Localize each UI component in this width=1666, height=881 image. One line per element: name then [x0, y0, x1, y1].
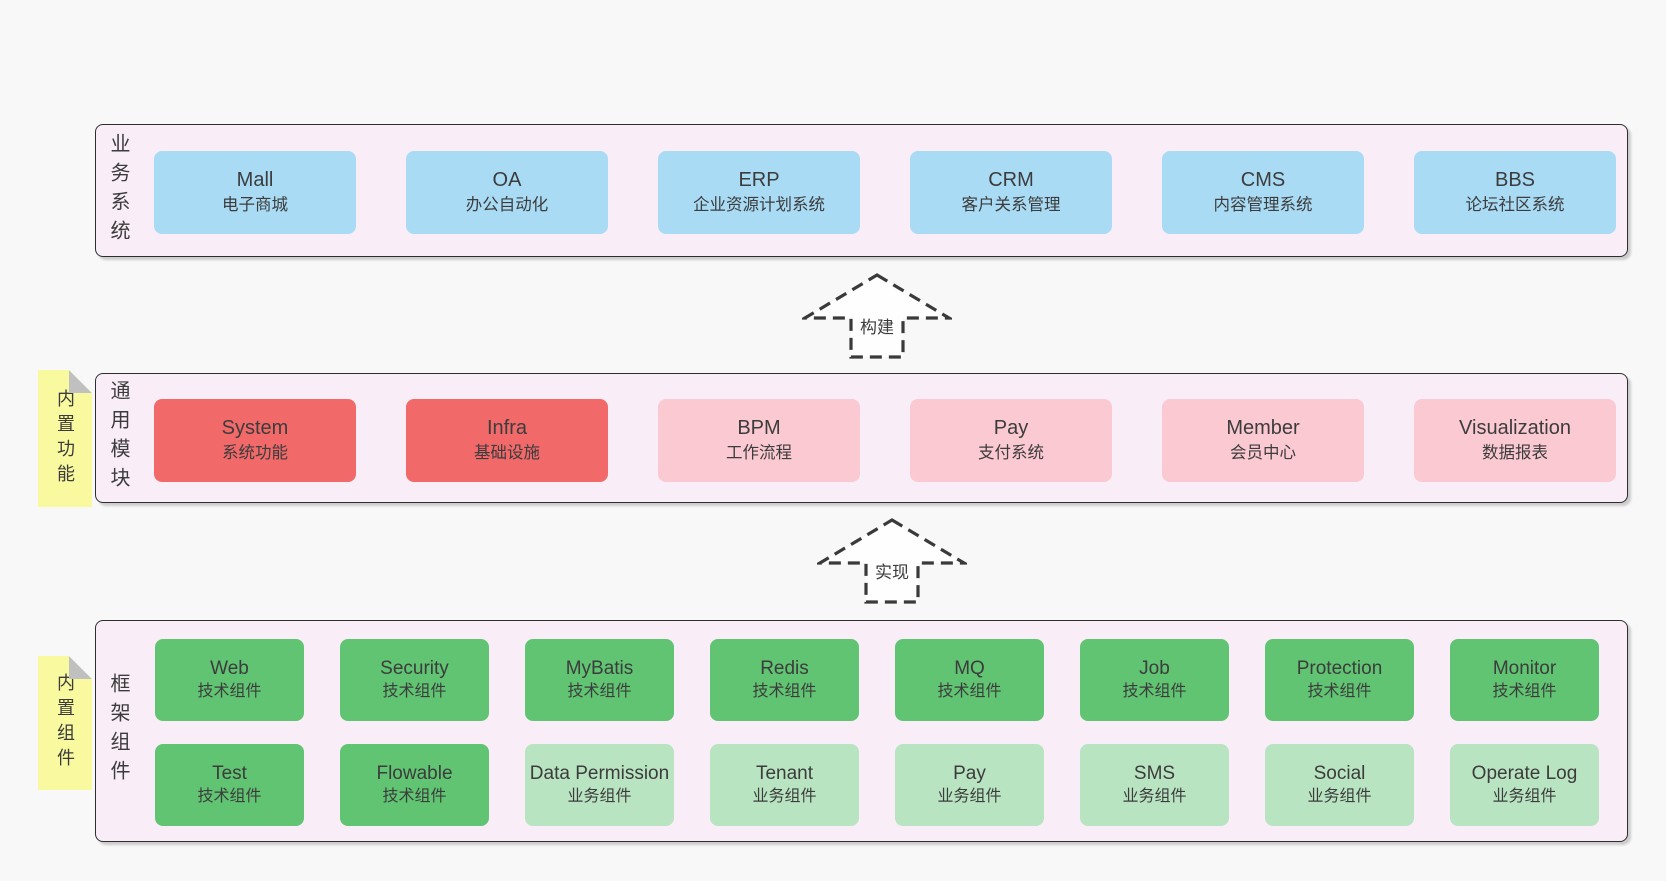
section-label-business-systems: 业务系统: [107, 132, 129, 249]
box-visualization: Visualization 数据报表: [1414, 399, 1616, 482]
framework-components-row-1: Web 技术组件 Security 技术组件 MyBatis 技术组件 Redi…: [96, 621, 1627, 721]
box-social: Social 业务组件: [1265, 744, 1414, 826]
box-pay-component: Pay 业务组件: [895, 744, 1044, 826]
box-protection: Protection 技术组件: [1265, 639, 1414, 721]
box-flowable: Flowable 技术组件: [340, 744, 489, 826]
box-system: System 系统功能: [154, 399, 356, 482]
section-business-systems: 业务系统 Mall 电子商城 OA 办公自动化 ERP 企业资源计划系统 CRM…: [95, 124, 1628, 257]
framework-components-row-2: Test 技术组件 Flowable 技术组件 Data Permission …: [96, 721, 1627, 826]
arrow-build-label: 构建: [857, 313, 897, 338]
business-systems-row: Mall 电子商城 OA 办公自动化 ERP 企业资源计划系统 CRM 客户关系…: [96, 125, 1627, 234]
common-modules-row: System 系统功能 Infra 基础设施 BPM 工作流程 Pay 支付系统…: [96, 374, 1627, 482]
arrow-implement-label: 实现: [872, 558, 912, 583]
box-data-permission: Data Permission 业务组件: [525, 744, 674, 826]
box-sms: SMS 业务组件: [1080, 744, 1229, 826]
box-security: Security 技术组件: [340, 639, 489, 721]
box-erp: ERP 企业资源计划系统: [658, 151, 860, 234]
section-framework-components: 框架组件 Web 技术组件 Security 技术组件 MyBatis 技术组件…: [95, 620, 1628, 842]
box-crm: CRM 客户关系管理: [910, 151, 1112, 234]
section-label-common-modules: 通用模块: [107, 380, 129, 496]
box-pay-module: Pay 支付系统: [910, 399, 1112, 482]
box-test: Test 技术组件: [155, 744, 304, 826]
tag-built-in-components: 内置组件: [38, 656, 92, 790]
box-member: Member 会员中心: [1162, 399, 1364, 482]
box-oa: OA 办公自动化: [406, 151, 608, 234]
box-mybatis: MyBatis 技术组件: [525, 639, 674, 721]
box-job: Job 技术组件: [1080, 639, 1229, 721]
box-web: Web 技术组件: [155, 639, 304, 721]
box-tenant: Tenant 业务组件: [710, 744, 859, 826]
arrow-implement: 实现: [817, 517, 967, 605]
box-mq: MQ 技术组件: [895, 639, 1044, 721]
arrow-build: 构建: [802, 272, 952, 360]
section-common-modules: 通用模块 System 系统功能 Infra 基础设施 BPM 工作流程 Pay…: [95, 373, 1628, 503]
box-infra: Infra 基础设施: [406, 399, 608, 482]
section-label-framework-components: 框架组件: [107, 673, 129, 789]
box-operate-log: Operate Log 业务组件: [1450, 744, 1599, 826]
box-bpm: BPM 工作流程: [658, 399, 860, 482]
folded-corner-icon: [69, 656, 92, 679]
box-monitor: Monitor 技术组件: [1450, 639, 1599, 721]
folded-corner-icon: [69, 370, 92, 393]
box-cms: CMS 内容管理系统: [1162, 151, 1364, 234]
box-redis: Redis 技术组件: [710, 639, 859, 721]
box-mall: Mall 电子商城: [154, 151, 356, 234]
box-bbs: BBS 论坛社区系统: [1414, 151, 1616, 234]
tag-built-in-features: 内置功能: [38, 370, 92, 507]
